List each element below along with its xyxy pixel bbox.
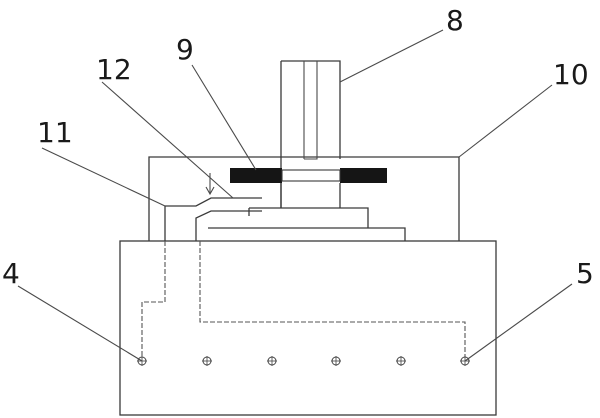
channel-upper xyxy=(165,197,262,207)
dashed-channel-right xyxy=(199,241,466,360)
vertical-shaft xyxy=(280,60,341,208)
arrow-indicator xyxy=(205,173,215,196)
label-10: 10 xyxy=(553,58,589,91)
label-11: 11 xyxy=(37,116,73,149)
label-9: 9 xyxy=(176,33,194,66)
label-12: 12 xyxy=(96,53,132,86)
channel-lower xyxy=(195,210,262,241)
base-block xyxy=(119,240,497,416)
label-8: 8 xyxy=(446,4,464,37)
bar-center-segment xyxy=(281,169,341,182)
leader-12 xyxy=(101,81,234,199)
platform-plate xyxy=(208,227,406,241)
hole-4 xyxy=(331,356,341,366)
leader-4 xyxy=(17,285,143,362)
dashed-channel-left xyxy=(141,241,166,360)
leader-10 xyxy=(458,84,553,158)
shaft-lower xyxy=(280,183,341,208)
dark-bar-left xyxy=(230,168,282,183)
label-5: 5 xyxy=(576,257,594,290)
leader-11 xyxy=(41,147,166,207)
hole-2 xyxy=(202,356,212,366)
dark-bar-right xyxy=(340,168,387,183)
platform-top-step xyxy=(249,207,369,228)
shaft-slot xyxy=(304,61,318,160)
hole-3 xyxy=(267,356,277,366)
leader-5 xyxy=(464,283,573,362)
leader-8 xyxy=(339,29,444,83)
label-4: 4 xyxy=(2,257,20,290)
leader-9 xyxy=(191,64,257,171)
hole-5 xyxy=(396,356,406,366)
